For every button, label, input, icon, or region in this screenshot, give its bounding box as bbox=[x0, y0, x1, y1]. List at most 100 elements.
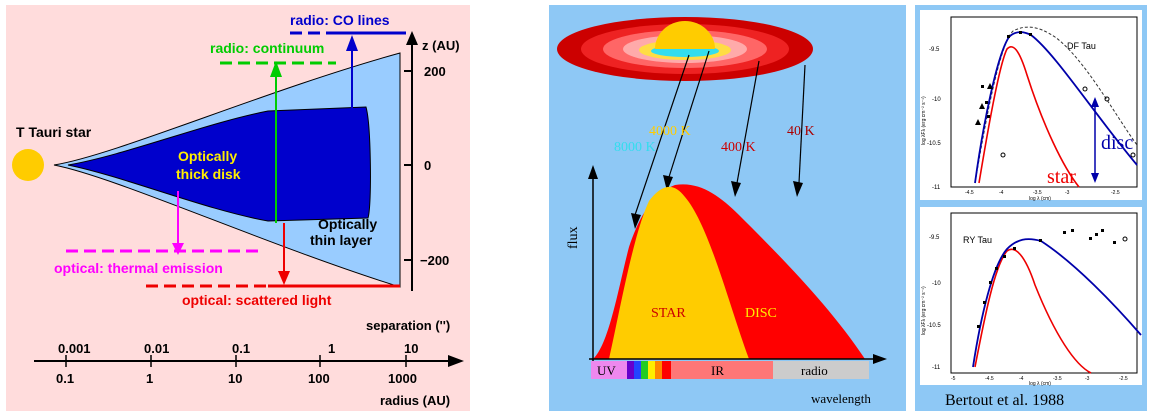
co-arrowhead bbox=[346, 35, 358, 51]
temp-8000k: 8000 K bbox=[614, 140, 656, 155]
continuum-arrowhead bbox=[270, 61, 282, 77]
arrowhead-4000k bbox=[663, 175, 673, 191]
separation-label: separation ('') bbox=[366, 318, 450, 333]
arrowhead-400k bbox=[731, 181, 741, 197]
radio-co-label: radio: CO lines bbox=[290, 12, 390, 28]
radius-tick-label-3: 100 bbox=[308, 371, 330, 386]
band-visible-violet bbox=[627, 361, 634, 379]
ry-tau-xtick-5: -2.5 bbox=[1119, 376, 1128, 382]
radio-continuum-label: radio: continuum bbox=[210, 40, 324, 56]
sep-tick-label-0: 0.001 bbox=[58, 341, 91, 356]
band-visible-yellow bbox=[648, 361, 655, 379]
arrowhead-8000k bbox=[631, 213, 641, 229]
observed-sed-plots: DF Tau -9.5 -10 -10.5 -11 -4.5 -4 -3.5 -… bbox=[920, 10, 1142, 409]
ry-tau-label: RY Tau bbox=[963, 235, 992, 245]
flux-label: flux bbox=[566, 226, 581, 249]
ry-tau-plot: RY Tau -9.5 -10 -10.5 -11 -5 -4.5 -4 -3.… bbox=[920, 207, 1142, 387]
ry-tau-ylabel: log λFλ (erg cm⁻² s⁻¹) bbox=[921, 286, 927, 335]
wavelength-axis-arrowhead bbox=[873, 354, 887, 364]
df-tau-disc-arrowhead-bottom bbox=[1091, 173, 1099, 183]
sed-schematic: 8000 K 4000 K 400 K 40 K flux STAR DISC … bbox=[557, 17, 887, 406]
ry-tau-ytick-2: -10.5 bbox=[927, 323, 941, 329]
optical-scattered-label: optical: scattered light bbox=[182, 292, 332, 308]
radius-label: radius (AU) bbox=[380, 393, 450, 408]
band-radio-label: radio bbox=[801, 363, 828, 378]
df-tau-star-curve bbox=[978, 46, 1080, 188]
ry-tau-xlabel: log λ (cm) bbox=[1029, 381, 1051, 387]
optically-thick-disk bbox=[67, 106, 371, 222]
df-tau-xlabel: log λ (cm) bbox=[1029, 196, 1051, 202]
ry-tau-xtick-3: -3.5 bbox=[1053, 376, 1062, 382]
temp-40k: 40 K bbox=[787, 124, 815, 139]
observed-sed-panel: DF Tau -9.5 -10 -10.5 -11 -4.5 -4 -3.5 -… bbox=[915, 5, 1147, 411]
disk-diagram-panel: T Tauri star z (AU) 200 0 −200 radio: CO… bbox=[6, 5, 470, 411]
df-tau-star-label: star bbox=[1047, 166, 1076, 188]
df-tau-ytick-2: -10.5 bbox=[927, 141, 941, 147]
ry-tau-xtick-1: -4.5 bbox=[985, 376, 994, 382]
radius-tick-label-2: 10 bbox=[228, 371, 242, 386]
central-star bbox=[655, 21, 715, 49]
df-tau-xtick-4: -2.5 bbox=[1111, 190, 1120, 196]
t-tauri-star bbox=[12, 149, 44, 181]
radius-tick-label-4: 1000 bbox=[388, 371, 417, 386]
z-axis-arrowhead bbox=[406, 31, 418, 45]
df-tau-ytick-1: -10 bbox=[932, 97, 941, 103]
z-tick-label-200: 200 bbox=[424, 64, 446, 79]
band-uv bbox=[591, 361, 627, 379]
df-tau-dashed-model bbox=[974, 26, 1138, 184]
thick-disk-label-1: Optically bbox=[178, 148, 237, 164]
temp-400k: 400 K bbox=[721, 140, 756, 155]
z-axis-label: z (AU) bbox=[422, 38, 460, 53]
z-tick-label-minus200: −200 bbox=[420, 253, 449, 268]
band-uv-label: UV bbox=[597, 363, 616, 378]
optical-thermal-label: optical: thermal emission bbox=[54, 260, 223, 276]
sep-tick-label-4: 10 bbox=[404, 341, 418, 356]
df-tau-disc-arrowhead-top bbox=[1091, 97, 1099, 107]
df-tau-data-points bbox=[975, 31, 1136, 158]
ry-tau-ytick-0: -9.5 bbox=[929, 235, 940, 241]
band-visible-orange bbox=[655, 361, 662, 379]
star-emission-curve bbox=[609, 186, 749, 359]
band-visible-blue bbox=[634, 361, 641, 379]
wavelength-label: wavelength bbox=[811, 391, 871, 406]
band-radio bbox=[773, 361, 869, 379]
scattered-arrowhead bbox=[278, 271, 290, 285]
flux-axis-arrowhead bbox=[588, 165, 598, 179]
df-tau-disc-label: disc bbox=[1101, 132, 1133, 154]
ry-tau-ytick-1: -10 bbox=[932, 281, 941, 287]
band-visible-red bbox=[662, 361, 671, 379]
radius-tick-label-1: 1 bbox=[146, 371, 153, 386]
ry-tau-data-points bbox=[977, 229, 1128, 328]
df-tau-xtick-1: -4 bbox=[999, 190, 1004, 196]
ry-tau-xtick-4: -3 bbox=[1085, 376, 1090, 382]
df-tau-plot: DF Tau -9.5 -10 -10.5 -11 -4.5 -4 -3.5 -… bbox=[920, 10, 1142, 202]
radius-axis-arrowhead bbox=[448, 355, 464, 367]
credit-label: Bertout et al. 1988 bbox=[945, 392, 1064, 409]
star-curve-label: STAR bbox=[651, 306, 686, 321]
df-tau-xtick-2: -3.5 bbox=[1033, 190, 1042, 196]
z-tick-label-0: 0 bbox=[424, 158, 431, 173]
thin-layer-label-2: thin layer bbox=[310, 232, 373, 248]
arrowhead-40k bbox=[793, 181, 803, 197]
disk-diagram: T Tauri star z (AU) 200 0 −200 radio: CO… bbox=[12, 12, 464, 408]
sep-tick-label-1: 0.01 bbox=[144, 341, 169, 356]
sep-tick-label-2: 0.1 bbox=[232, 341, 250, 356]
df-tau-ytick-3: -11 bbox=[932, 185, 941, 191]
df-tau-xtick-0: -4.5 bbox=[965, 190, 974, 196]
df-tau-label: DF Tau bbox=[1067, 41, 1096, 51]
star-label: T Tauri star bbox=[16, 124, 92, 140]
band-ir bbox=[671, 361, 773, 379]
ry-tau-ytick-3: -11 bbox=[932, 365, 941, 371]
thick-disk-label-2: thick disk bbox=[176, 166, 241, 182]
band-ir-label: IR bbox=[711, 363, 724, 378]
df-tau-ylabel: log λFλ (erg cm⁻² s⁻¹) bbox=[921, 96, 927, 145]
ry-tau-xtick-0: -5 bbox=[951, 376, 956, 382]
thin-layer-label-1: Optically bbox=[318, 216, 377, 232]
df-tau-xtick-3: -3 bbox=[1065, 190, 1070, 196]
ry-tau-star-curve bbox=[974, 248, 1092, 374]
ry-tau-xtick-2: -4 bbox=[1019, 376, 1024, 382]
band-visible-green bbox=[641, 361, 648, 379]
thermal-arrowhead bbox=[172, 243, 184, 255]
disc-curve-label: DISC bbox=[745, 306, 777, 321]
radius-ticks bbox=[65, 355, 407, 367]
